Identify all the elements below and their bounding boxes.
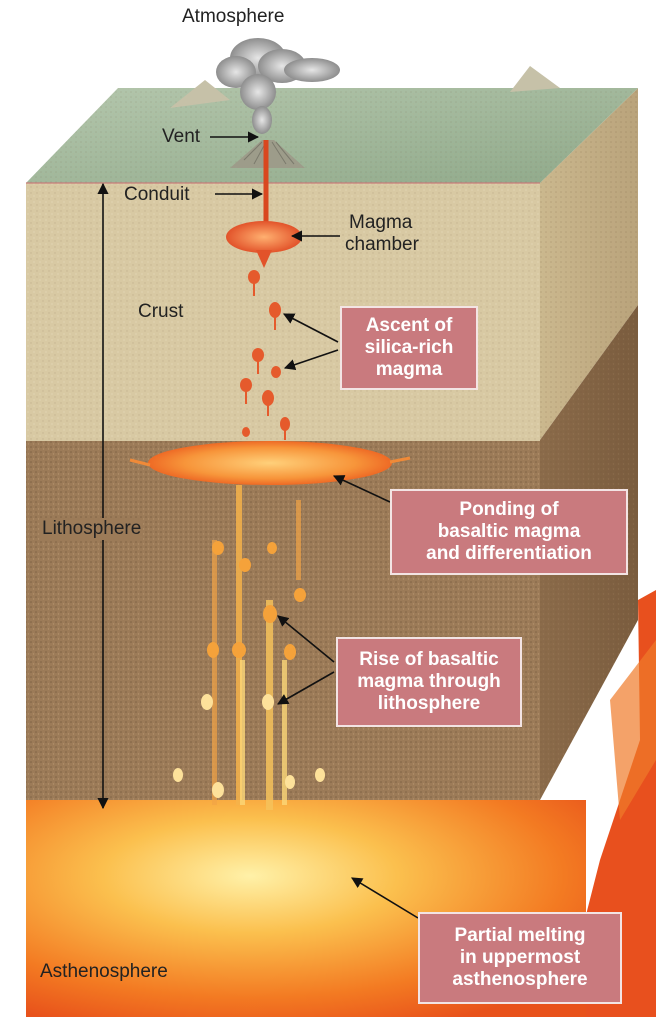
vent-label: Vent [162,126,200,148]
atmosphere-label: Atmosphere [182,6,284,28]
magma-chamber-label-line-1: Magma [345,212,419,234]
partial-melting-callout-line-1: Partial melting [452,925,587,947]
lithosphere-label: Lithosphere [40,518,143,540]
rise-callout: Rise of basaltic magma through lithosphe… [336,637,522,727]
magma-chamber [226,221,302,253]
ponding-callout-line-3: and differentiation [426,543,592,565]
rise-callout-line-1: Rise of basaltic [357,649,501,671]
asthenosphere-label: Asthenosphere [40,961,168,983]
magma-chamber-label-line-2: chamber [345,234,419,256]
ponding-callout-line-2: basaltic magma [426,521,592,543]
crust-label: Crust [138,301,183,323]
rise-callout-line-3: lithosphere [357,693,501,715]
ascent-callout-line-3: magma [365,359,454,381]
ascent-callout-line-1: Ascent of [365,315,454,337]
rise-callout-line-2: magma through [357,671,501,693]
partial-melting-callout: Partial melting in uppermost asthenosphe… [418,912,622,1004]
magma-chamber-label: Magma chamber [345,212,419,256]
ascent-callout: Ascent of silica-rich magma [340,306,478,390]
ascent-callout-line-2: silica-rich [365,337,454,359]
conduit-label: Conduit [124,184,190,206]
partial-melting-callout-line-2: in uppermost [452,947,587,969]
ponded-magma [148,441,392,485]
ponding-callout: Ponding of basaltic magma and differenti… [390,489,628,575]
ponding-callout-line-1: Ponding of [426,499,592,521]
partial-melting-callout-line-3: asthenosphere [452,969,587,991]
